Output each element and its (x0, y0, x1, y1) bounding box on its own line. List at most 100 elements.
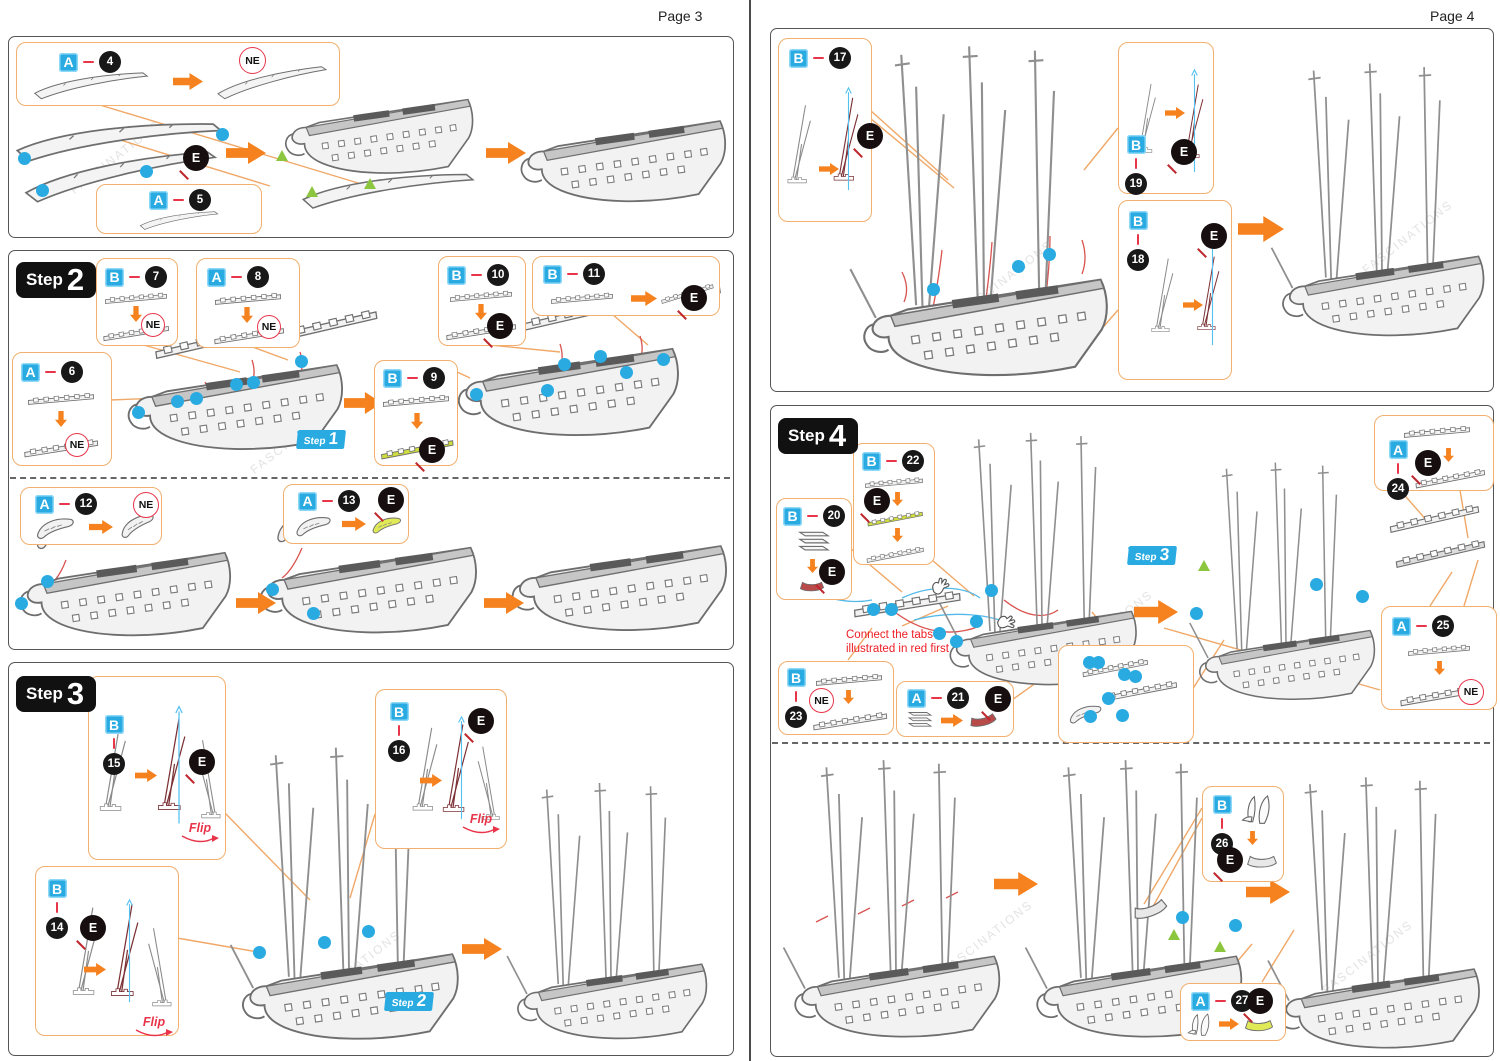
connection-dot (620, 366, 633, 379)
part-letter-badge: B (1212, 795, 1232, 814)
grate-part-illustration (799, 531, 829, 551)
part-number-badge: 16 (388, 740, 410, 762)
flip-label: Flip (130, 1016, 178, 1040)
connection-dot (1176, 911, 1189, 924)
dash (1396, 463, 1400, 474)
connection-dot (1102, 692, 1115, 705)
rail-part-illustration (450, 290, 512, 302)
part-number-badge: 4 (99, 51, 121, 73)
connection-dot (41, 575, 54, 588)
alignment-triangle (364, 178, 376, 189)
flip-arrow-icon (462, 826, 500, 834)
dash (397, 725, 401, 736)
alignment-triangle (1168, 929, 1180, 940)
e-badge: E (857, 123, 883, 149)
connection-dot (362, 925, 375, 938)
flip-label: Flip (175, 822, 225, 846)
connection-dot (1310, 578, 1323, 591)
arrow-right-icon (173, 73, 203, 90)
e-badge: E (378, 487, 404, 513)
part-letter-badge: A (298, 491, 317, 511)
alignment-triangle (306, 186, 318, 197)
keel-part-illustration (34, 72, 148, 100)
mast-part-illustration (787, 105, 811, 184)
connection-dot (36, 184, 49, 197)
part-letter-badge: A (907, 688, 926, 708)
section-divider (10, 477, 730, 479)
connection-dot (1043, 248, 1056, 261)
alignment-triangle (276, 150, 288, 161)
connection-dot (1190, 607, 1203, 620)
part-number-badge: 12 (75, 493, 97, 515)
connection-dot (541, 384, 554, 397)
part-number-badge: 14 (46, 917, 68, 939)
part-letter-badge: B (47, 879, 67, 898)
arrow-down-icon (892, 528, 903, 542)
part-letter-badge: B (104, 715, 124, 734)
arrow-down-icon (475, 304, 487, 320)
part-number-badge: 10 (487, 264, 509, 286)
connection-dot (132, 406, 145, 419)
callout-a4-head: A 4 (59, 51, 121, 73)
part-letter-badge: A (35, 494, 54, 514)
masted-ship-illustration (1170, 458, 1402, 710)
arrow-down-icon (55, 411, 67, 427)
arrow-down-icon (241, 307, 253, 323)
connection-dot (230, 378, 243, 391)
part-number-badge: 20 (823, 505, 845, 527)
e-badge: E (183, 145, 209, 171)
part-number-badge: 13 (338, 490, 360, 512)
dash (1215, 999, 1226, 1003)
arrow-right-icon (89, 520, 113, 534)
arrow-down-icon (892, 492, 903, 506)
part-number-badge: 25 (1432, 615, 1454, 637)
ne-badge: NE (257, 315, 281, 339)
page4-label: Page 4 (1430, 8, 1475, 24)
part-number-badge: 22 (902, 450, 924, 472)
part-letter-badge: B (447, 265, 466, 285)
alignment-triangle (1198, 560, 1210, 571)
arrow-down-icon (130, 306, 142, 322)
part-letter-badge: A (207, 267, 226, 287)
dash (129, 275, 140, 279)
rail-part-result-illustration (23, 438, 99, 458)
connection-dot (1116, 709, 1129, 722)
connection-dot (295, 355, 308, 368)
callout-a5-head: A 5 (149, 189, 211, 211)
e-badge: E (864, 488, 890, 514)
part-letter-badge: B (1126, 135, 1146, 154)
masted-ship-illustration (1268, 48, 1496, 358)
bow-part-illustration (36, 518, 74, 540)
hull-lower-left-illustration (19, 552, 232, 637)
masted-ship-illustration (1260, 772, 1496, 1060)
connection-dot (970, 615, 983, 628)
arrow-right-icon (941, 714, 963, 727)
page3: Page 3 A 4 NE A (0, 0, 748, 1061)
keel-part-illustration (139, 211, 219, 230)
guide-arrow-icon (175, 705, 183, 825)
alignment-triangle (1214, 941, 1226, 952)
ne-badge: NE (239, 47, 266, 74)
dash (794, 691, 798, 702)
